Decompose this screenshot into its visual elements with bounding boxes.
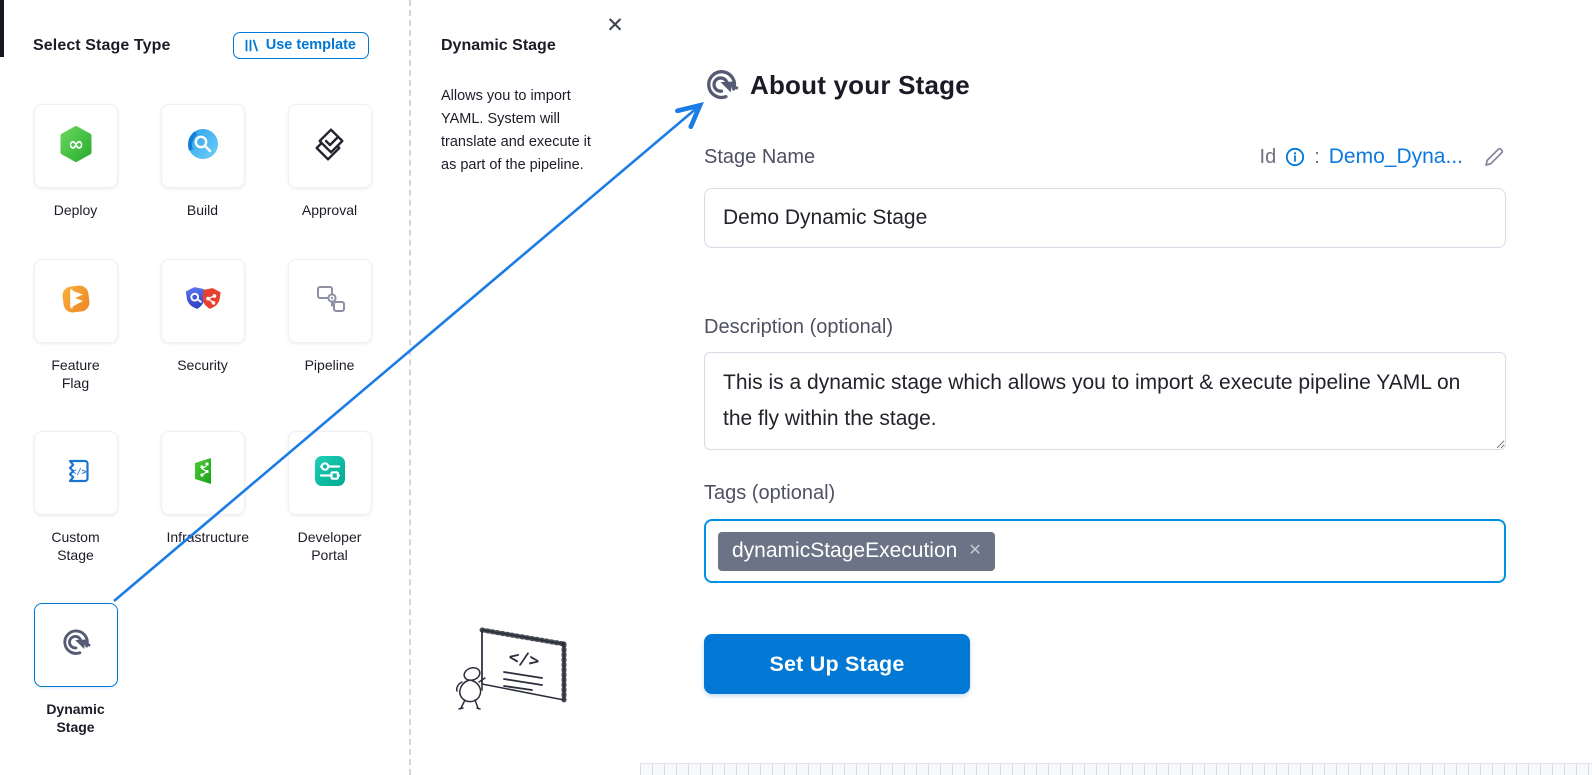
developer-portal-icon [310, 451, 350, 496]
stage-name-input[interactable] [704, 188, 1506, 248]
stage-id-value: Demo_Dyna... [1328, 145, 1463, 168]
stage-cell-build: Build [139, 104, 266, 219]
tag-chip: dynamicStageExecution ✕ [718, 531, 995, 571]
dynamic-stage-icon [59, 626, 93, 665]
stage-card-pipeline[interactable] [287, 259, 372, 343]
tag-chip-label: dynamicStageExecution [732, 538, 958, 562]
close-icon[interactable]: ✕ [602, 13, 628, 39]
edit-id-icon[interactable] [1482, 145, 1506, 169]
custom-stage-icon: </> [56, 451, 96, 496]
stage-label: Approval [301, 202, 358, 218]
stage-card-infrastructure[interactable] [160, 431, 245, 515]
dynamic-stage-icon [702, 66, 741, 105]
stage-cell-developer-portal: Developer Portal [266, 431, 393, 564]
panel-divider [409, 0, 411, 775]
stage-label: Infrastructure [166, 529, 249, 545]
stage-row: ∞ Deploy Build [12, 104, 393, 219]
set-up-stage-button[interactable]: Set Up Stage [704, 634, 970, 694]
id-separator: : [1314, 145, 1320, 168]
about-title: About your Stage [750, 70, 970, 100]
stage-card-approval[interactable] [287, 104, 372, 188]
use-template-button[interactable]: Use template [232, 32, 369, 59]
presenter-illustration: </> [448, 620, 582, 729]
stage-cell-infrastructure: Infrastructure [139, 431, 266, 564]
stage-row: Dynamic Stage [12, 603, 139, 736]
info-icon[interactable] [1285, 147, 1305, 167]
stage-card-custom-stage[interactable]: </> [33, 431, 118, 515]
stage-card-security[interactable] [160, 259, 245, 343]
svg-text:</>: </> [507, 647, 540, 672]
stage-name-label: Stage Name [704, 145, 816, 168]
stage-label: Deploy [53, 202, 98, 218]
security-icon [181, 279, 225, 324]
approval-icon [310, 124, 350, 169]
build-icon [184, 125, 222, 168]
about-header: About your Stage [702, 66, 970, 105]
stage-cell-pipeline: Pipeline [266, 259, 393, 392]
svg-text:∞: ∞ [68, 133, 84, 155]
stage-label: Pipeline [304, 357, 355, 373]
pipeline-canvas-grid [640, 763, 1592, 775]
deploy-icon: ∞ [56, 124, 96, 169]
stage-name-row: Stage Name Id : Demo_Dyna... [704, 145, 1506, 169]
stage-cell-security: Security [139, 259, 266, 392]
stage-card-feature-flag[interactable] [33, 259, 118, 343]
stage-id-row: Id : Demo_Dyna... [1260, 145, 1506, 169]
stage-card-developer-portal[interactable] [287, 431, 372, 515]
tags-input[interactable]: dynamicStageExecution ✕ [704, 519, 1506, 583]
stage-card-build[interactable] [160, 104, 245, 188]
info-panel-description: Allows you to import YAML. System will t… [441, 88, 591, 173]
stage-row: </> Custom Stage [12, 431, 393, 564]
stage-card-dynamic-stage[interactable] [33, 603, 118, 687]
stage-cell-custom-stage: </> Custom Stage [12, 431, 139, 564]
stage-cell-deploy: ∞ Deploy [12, 104, 139, 219]
feature-flag-icon [56, 279, 96, 324]
stage-label: Dynamic Stage [46, 701, 105, 735]
stage-label: Security [177, 357, 228, 373]
id-label: Id [1259, 145, 1277, 168]
stage-label: Feature Flag [51, 357, 100, 391]
infrastructure-icon [183, 451, 223, 496]
description-label: Description (optional) [704, 316, 893, 338]
stage-cell-feature-flag: Feature Flag [12, 259, 139, 392]
select-stage-header: Select Stage Type Use template [33, 32, 369, 59]
stage-label: Custom Stage [51, 529, 100, 563]
stage-card-deploy[interactable]: ∞ [33, 104, 118, 188]
stage-cell-approval: Approval [266, 104, 393, 219]
description-textarea[interactable]: This is a dynamic stage which allows you… [704, 352, 1506, 450]
stage-label: Developer Portal [297, 529, 362, 563]
template-library-icon [244, 38, 259, 53]
stage-row: Feature Flag [12, 259, 393, 392]
stage-cell-dynamic-stage: Dynamic Stage [12, 603, 139, 736]
tag-remove-icon[interactable]: ✕ [968, 541, 982, 559]
stage-label: Build [186, 202, 219, 218]
info-panel-title: Dynamic Stage [441, 37, 556, 54]
pipeline-icon [310, 279, 350, 324]
tags-label: Tags (optional) [704, 482, 836, 504]
svg-text:</>: </> [71, 467, 86, 477]
window-edge-strip [0, 0, 4, 57]
select-stage-title: Select Stage Type [33, 36, 171, 54]
